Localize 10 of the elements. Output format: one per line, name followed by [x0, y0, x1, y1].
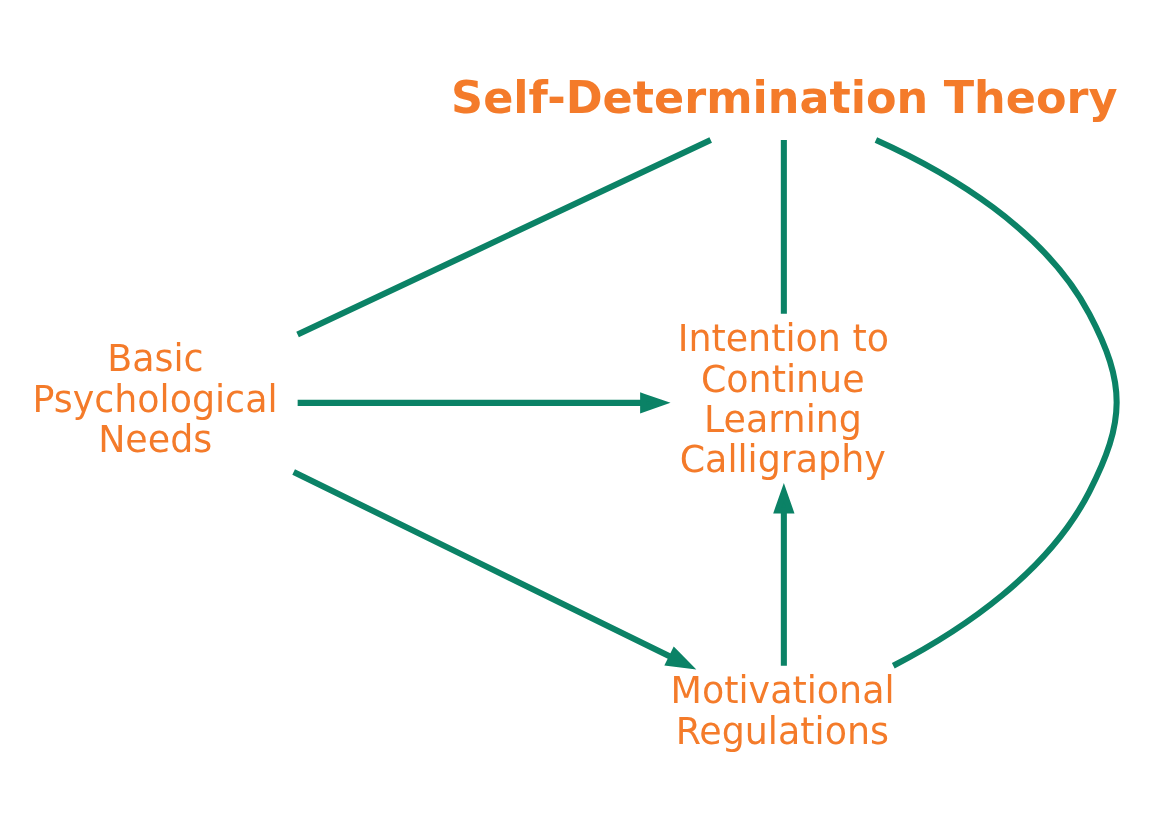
arrow: [773, 483, 795, 666]
node-text: Intention to Continue Learning Calligraphy: [677, 317, 889, 482]
arrow: [297, 392, 671, 414]
node-text: Basic Psychological Needs: [32, 337, 278, 462]
connector: [296, 137, 712, 338]
arrow: [292, 469, 697, 670]
connector: [780, 139, 787, 314]
node-text: Self-Determination Theory: [451, 71, 1118, 123]
connector: [874, 137, 1120, 669]
node-text: Motivational Regulations: [670, 669, 895, 753]
